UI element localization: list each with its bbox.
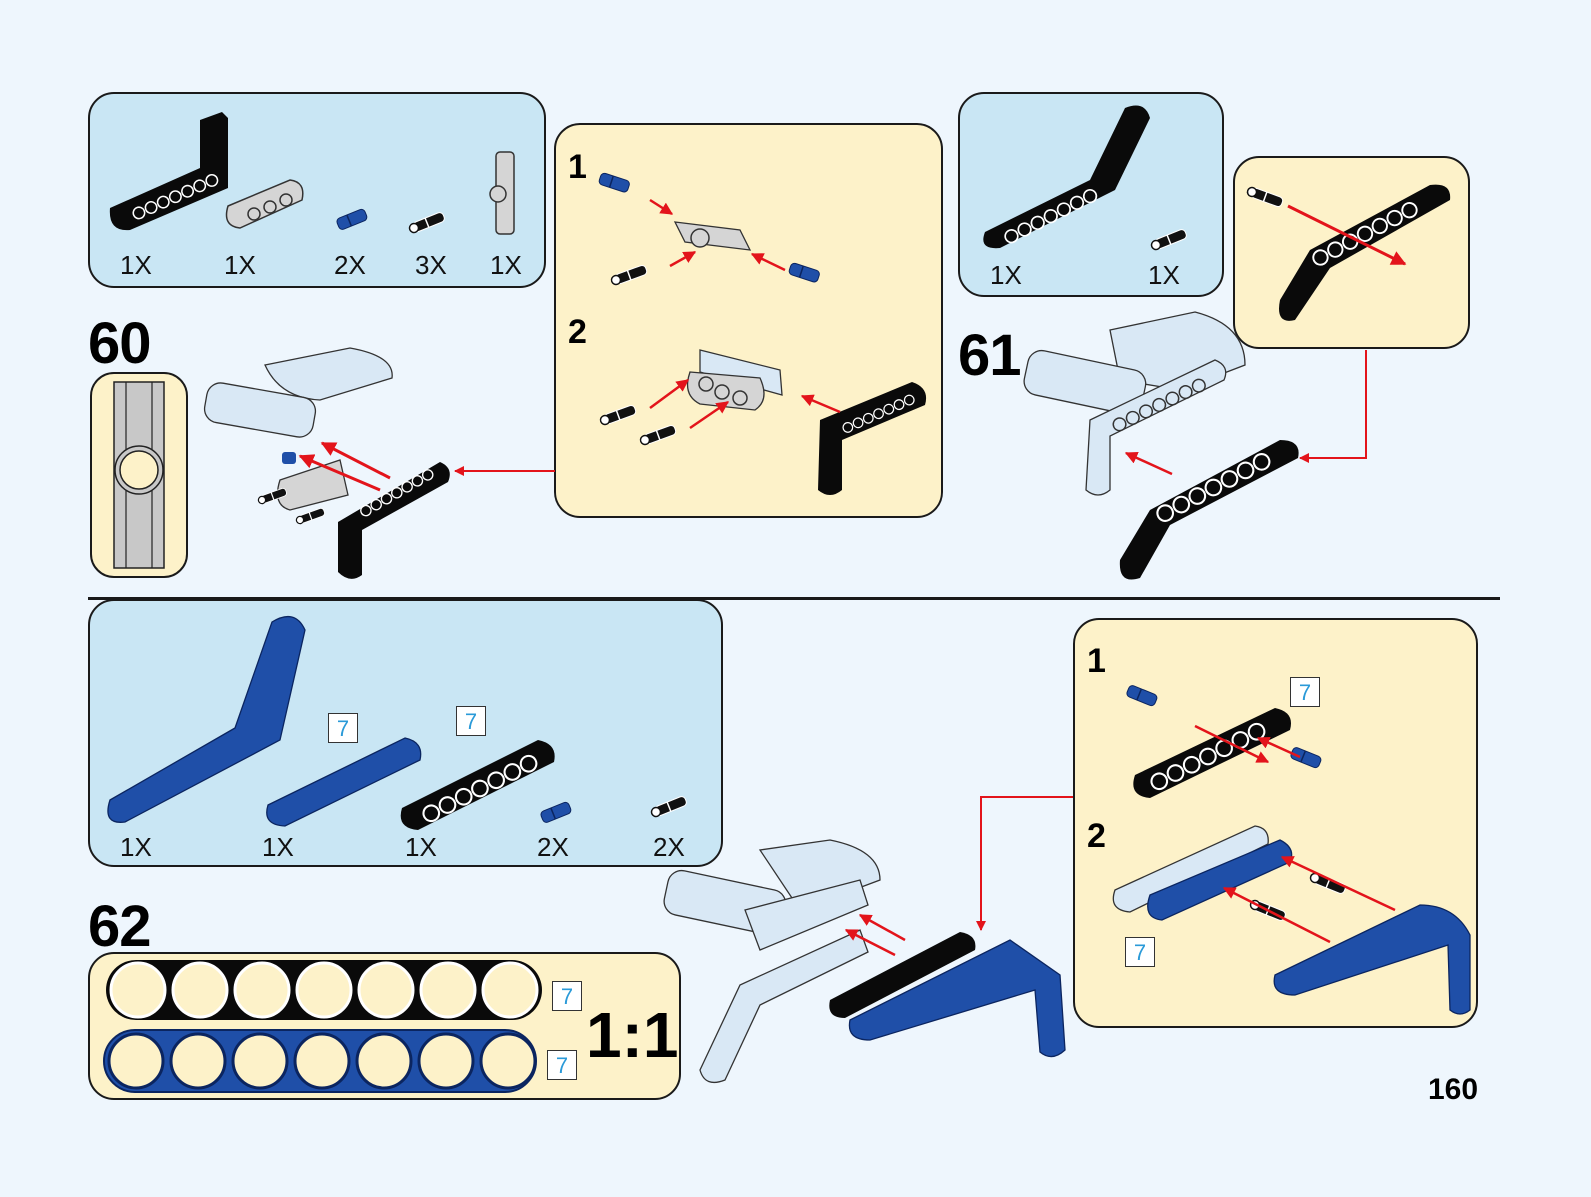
assembly-step-62: [663, 796, 1073, 1084]
part-qty: 1X: [224, 250, 256, 280]
substep-62-2-illustration: [1112, 825, 1471, 1015]
bent-beam-icon: [983, 105, 1150, 249]
length-label: 7: [328, 713, 358, 743]
ruler-hole: [417, 1032, 475, 1090]
part-qty: 1X: [405, 832, 437, 862]
scale-ratio: 1:1: [586, 999, 679, 1071]
length-label: 7: [1290, 677, 1320, 707]
ruler-hole: [355, 1032, 413, 1090]
ruler-hole: [293, 1032, 351, 1090]
step-number: 60: [88, 311, 152, 376]
friction-pin-icon: [1149, 227, 1189, 253]
scale-ruler: [103, 960, 542, 1093]
step-number: 62: [88, 894, 152, 959]
substep-label: 2: [1087, 817, 1106, 855]
substep-61-illustration: [1245, 184, 1451, 463]
substep-2-illustration: [598, 349, 927, 495]
assembly-step-60: [203, 347, 555, 579]
length-label: 7: [1125, 937, 1155, 967]
axle-pin-icon: [539, 800, 573, 825]
part-qty: 1X: [490, 250, 522, 280]
friction-pin-icon: [649, 794, 689, 820]
axle-pin-icon: [335, 207, 369, 232]
ruler-hole: [233, 961, 291, 1019]
friction-pin-icon: [407, 210, 447, 236]
beam-7-icon: [400, 740, 555, 830]
substep-62-1-illustration: [1125, 683, 1323, 798]
bent-beam-icon: [107, 615, 306, 823]
part-qty: 1X: [990, 260, 1022, 290]
page-number: 160: [1428, 1073, 1479, 1106]
beam-3-icon: [225, 179, 304, 229]
section-divider: [88, 597, 1500, 600]
ruler-hole: [231, 1032, 289, 1090]
beam-7-icon: [266, 737, 422, 827]
part-qty: 1X: [262, 832, 294, 862]
substep-label: 2: [568, 313, 587, 351]
part-qty: 2X: [334, 250, 366, 280]
part-qty: 1X: [120, 250, 152, 280]
connector-section-icon: [113, 381, 165, 569]
ruler-hole: [481, 961, 539, 1019]
ruler-hole: [479, 1032, 537, 1090]
length-label: 7: [456, 706, 486, 736]
part-qty: 1X: [1148, 260, 1180, 290]
part-qty: 1X: [120, 832, 152, 862]
l-beam-icon: [109, 112, 228, 231]
part-qty: 3X: [415, 250, 447, 280]
ruler-hole: [357, 961, 415, 1019]
ruler-hole: [419, 961, 477, 1019]
length-label: 7: [552, 981, 582, 1011]
substep-label: 1: [568, 148, 587, 186]
substep-1-illustration: [597, 171, 822, 287]
ruler-hole: [295, 961, 353, 1019]
axle-connector-icon: [489, 151, 515, 235]
ruler-hole: [109, 961, 167, 1019]
assembly-step-61: [1023, 311, 1299, 580]
ruler-hole: [171, 961, 229, 1019]
length-label: 7: [547, 1050, 577, 1080]
part-qty: 2X: [653, 832, 685, 862]
part-qty: 2X: [537, 832, 569, 862]
ruler-hole: [169, 1032, 227, 1090]
ruler-hole: [107, 1032, 165, 1090]
step-number: 61: [958, 323, 1022, 388]
substep-label: 1: [1087, 642, 1106, 680]
